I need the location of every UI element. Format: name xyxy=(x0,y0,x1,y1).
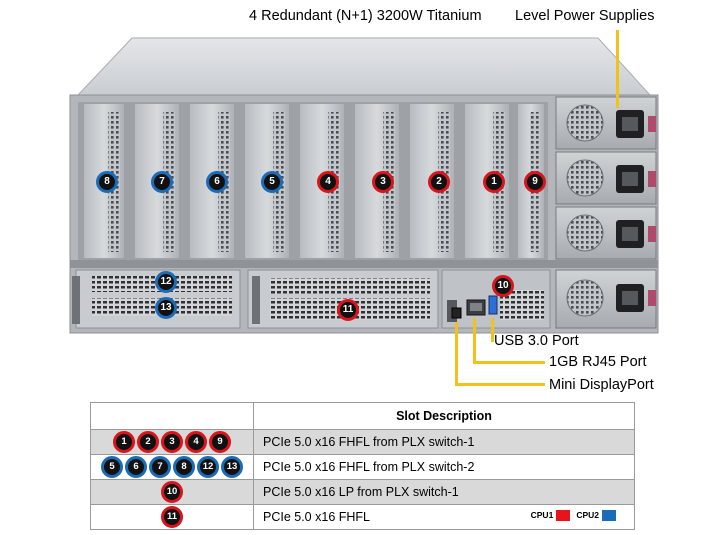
table-header-blank xyxy=(90,402,254,430)
cpu2-legend-label: CPU2 xyxy=(576,510,599,520)
slot-badge: 2 xyxy=(428,171,450,193)
psu-callout-right: Level Power Supplies xyxy=(515,8,655,24)
slot-badge: 11 xyxy=(337,299,359,321)
table-header-title: Slot Description xyxy=(253,402,635,430)
slot-badge: 5 xyxy=(261,171,283,193)
slot-badge: 7 xyxy=(149,456,171,478)
cpu2-swatch xyxy=(602,510,616,522)
mini-displayport xyxy=(451,307,462,319)
displayport-callout: Mini DisplayPort xyxy=(549,377,654,393)
slot-badge: 10 xyxy=(492,275,514,297)
slot-badge: 6 xyxy=(125,456,147,478)
slot-badge: 5 xyxy=(101,456,123,478)
slot-description-cell: PCIe 5.0 x16 FHFL from PLX switch-1 xyxy=(253,429,635,455)
usb-port xyxy=(488,295,498,315)
slot-badge: 9 xyxy=(524,171,546,193)
slot-description-text: PCIe 5.0 x16 FHFL xyxy=(263,510,370,524)
slot-badge: 3 xyxy=(372,171,394,193)
rj45-leader-h xyxy=(473,361,545,364)
slot-badge: 12 xyxy=(197,456,219,478)
slot-badge: 13 xyxy=(221,456,243,478)
table-row: 10 PCIe 5.0 x16 LP from PLX switch-1 xyxy=(90,479,635,505)
slot-badge: 7 xyxy=(151,171,173,193)
slot-badges-cell: 10 xyxy=(90,479,254,505)
slot-badge: 6 xyxy=(206,171,228,193)
slot-badge: 12 xyxy=(155,271,177,293)
usb-leader-line xyxy=(491,318,494,342)
slot-description-cell: PCIe 5.0 x16 FHFL CPU1 CPU2 xyxy=(253,504,635,530)
slot-badge: 4 xyxy=(317,171,339,193)
table-header-row: Slot Description xyxy=(90,402,635,430)
power-supplies xyxy=(555,96,657,329)
slot-badge: 9 xyxy=(209,431,231,453)
cpu1-swatch xyxy=(556,510,571,522)
rj45-port xyxy=(466,299,486,316)
rj45-leader-v xyxy=(473,318,476,364)
dp-leader-v xyxy=(455,322,458,386)
table-row: 11 PCIe 5.0 x16 FHFL CPU1 CPU2 xyxy=(90,504,635,530)
rj45-callout: 1GB RJ45 Port xyxy=(549,354,647,370)
dp-leader-h xyxy=(455,383,545,386)
slot-badge: 2 xyxy=(137,431,159,453)
psu-leader-line xyxy=(616,30,619,108)
cpu-legend: CPU1 CPU2 xyxy=(530,510,622,522)
slot-badge: 8 xyxy=(96,171,118,193)
cpu1-legend-label: CPU1 xyxy=(530,510,554,520)
slot-description-cell: PCIe 5.0 x16 LP from PLX switch-1 xyxy=(253,479,635,505)
slot-badge: 4 xyxy=(185,431,207,453)
slot-badge: 1 xyxy=(483,171,505,193)
usb-callout: USB 3.0 Port xyxy=(494,333,579,349)
slot-badge: 10 xyxy=(161,481,183,503)
slot-badge: 8 xyxy=(173,456,195,478)
top-cover xyxy=(76,37,652,96)
slot-badge: 3 xyxy=(161,431,183,453)
psu-callout-left: 4 Redundant (N+1) 3200W Titanium xyxy=(249,8,482,24)
slot-badge: 1 xyxy=(113,431,135,453)
slot-badge: 11 xyxy=(161,506,183,528)
slot-badge: 13 xyxy=(155,297,177,319)
slot-badges-cell: 11 xyxy=(90,504,254,530)
slot-description-cell: PCIe 5.0 x16 FHFL from PLX switch-2 xyxy=(253,454,635,480)
